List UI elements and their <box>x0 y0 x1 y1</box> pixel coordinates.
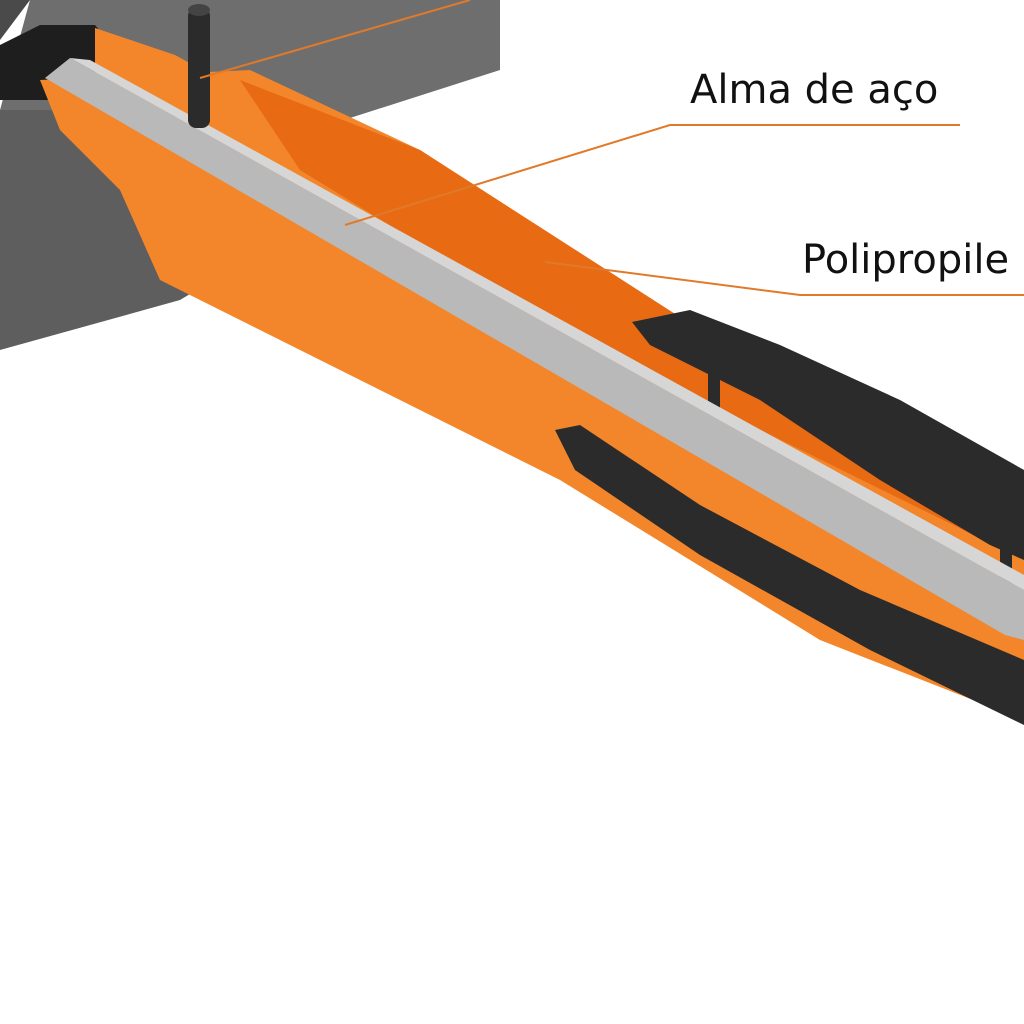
leader-lines <box>199 0 1024 296</box>
steel-core-bar <box>45 58 1024 640</box>
steel-pin <box>188 4 210 128</box>
pp-leader-line <box>544 261 1024 296</box>
steel-core-label: Alma de aço <box>690 67 939 113</box>
polypropylene-label: Polipropile <box>802 237 1010 283</box>
pin-leader-line <box>199 0 471 79</box>
steel-leader-line <box>344 124 960 226</box>
